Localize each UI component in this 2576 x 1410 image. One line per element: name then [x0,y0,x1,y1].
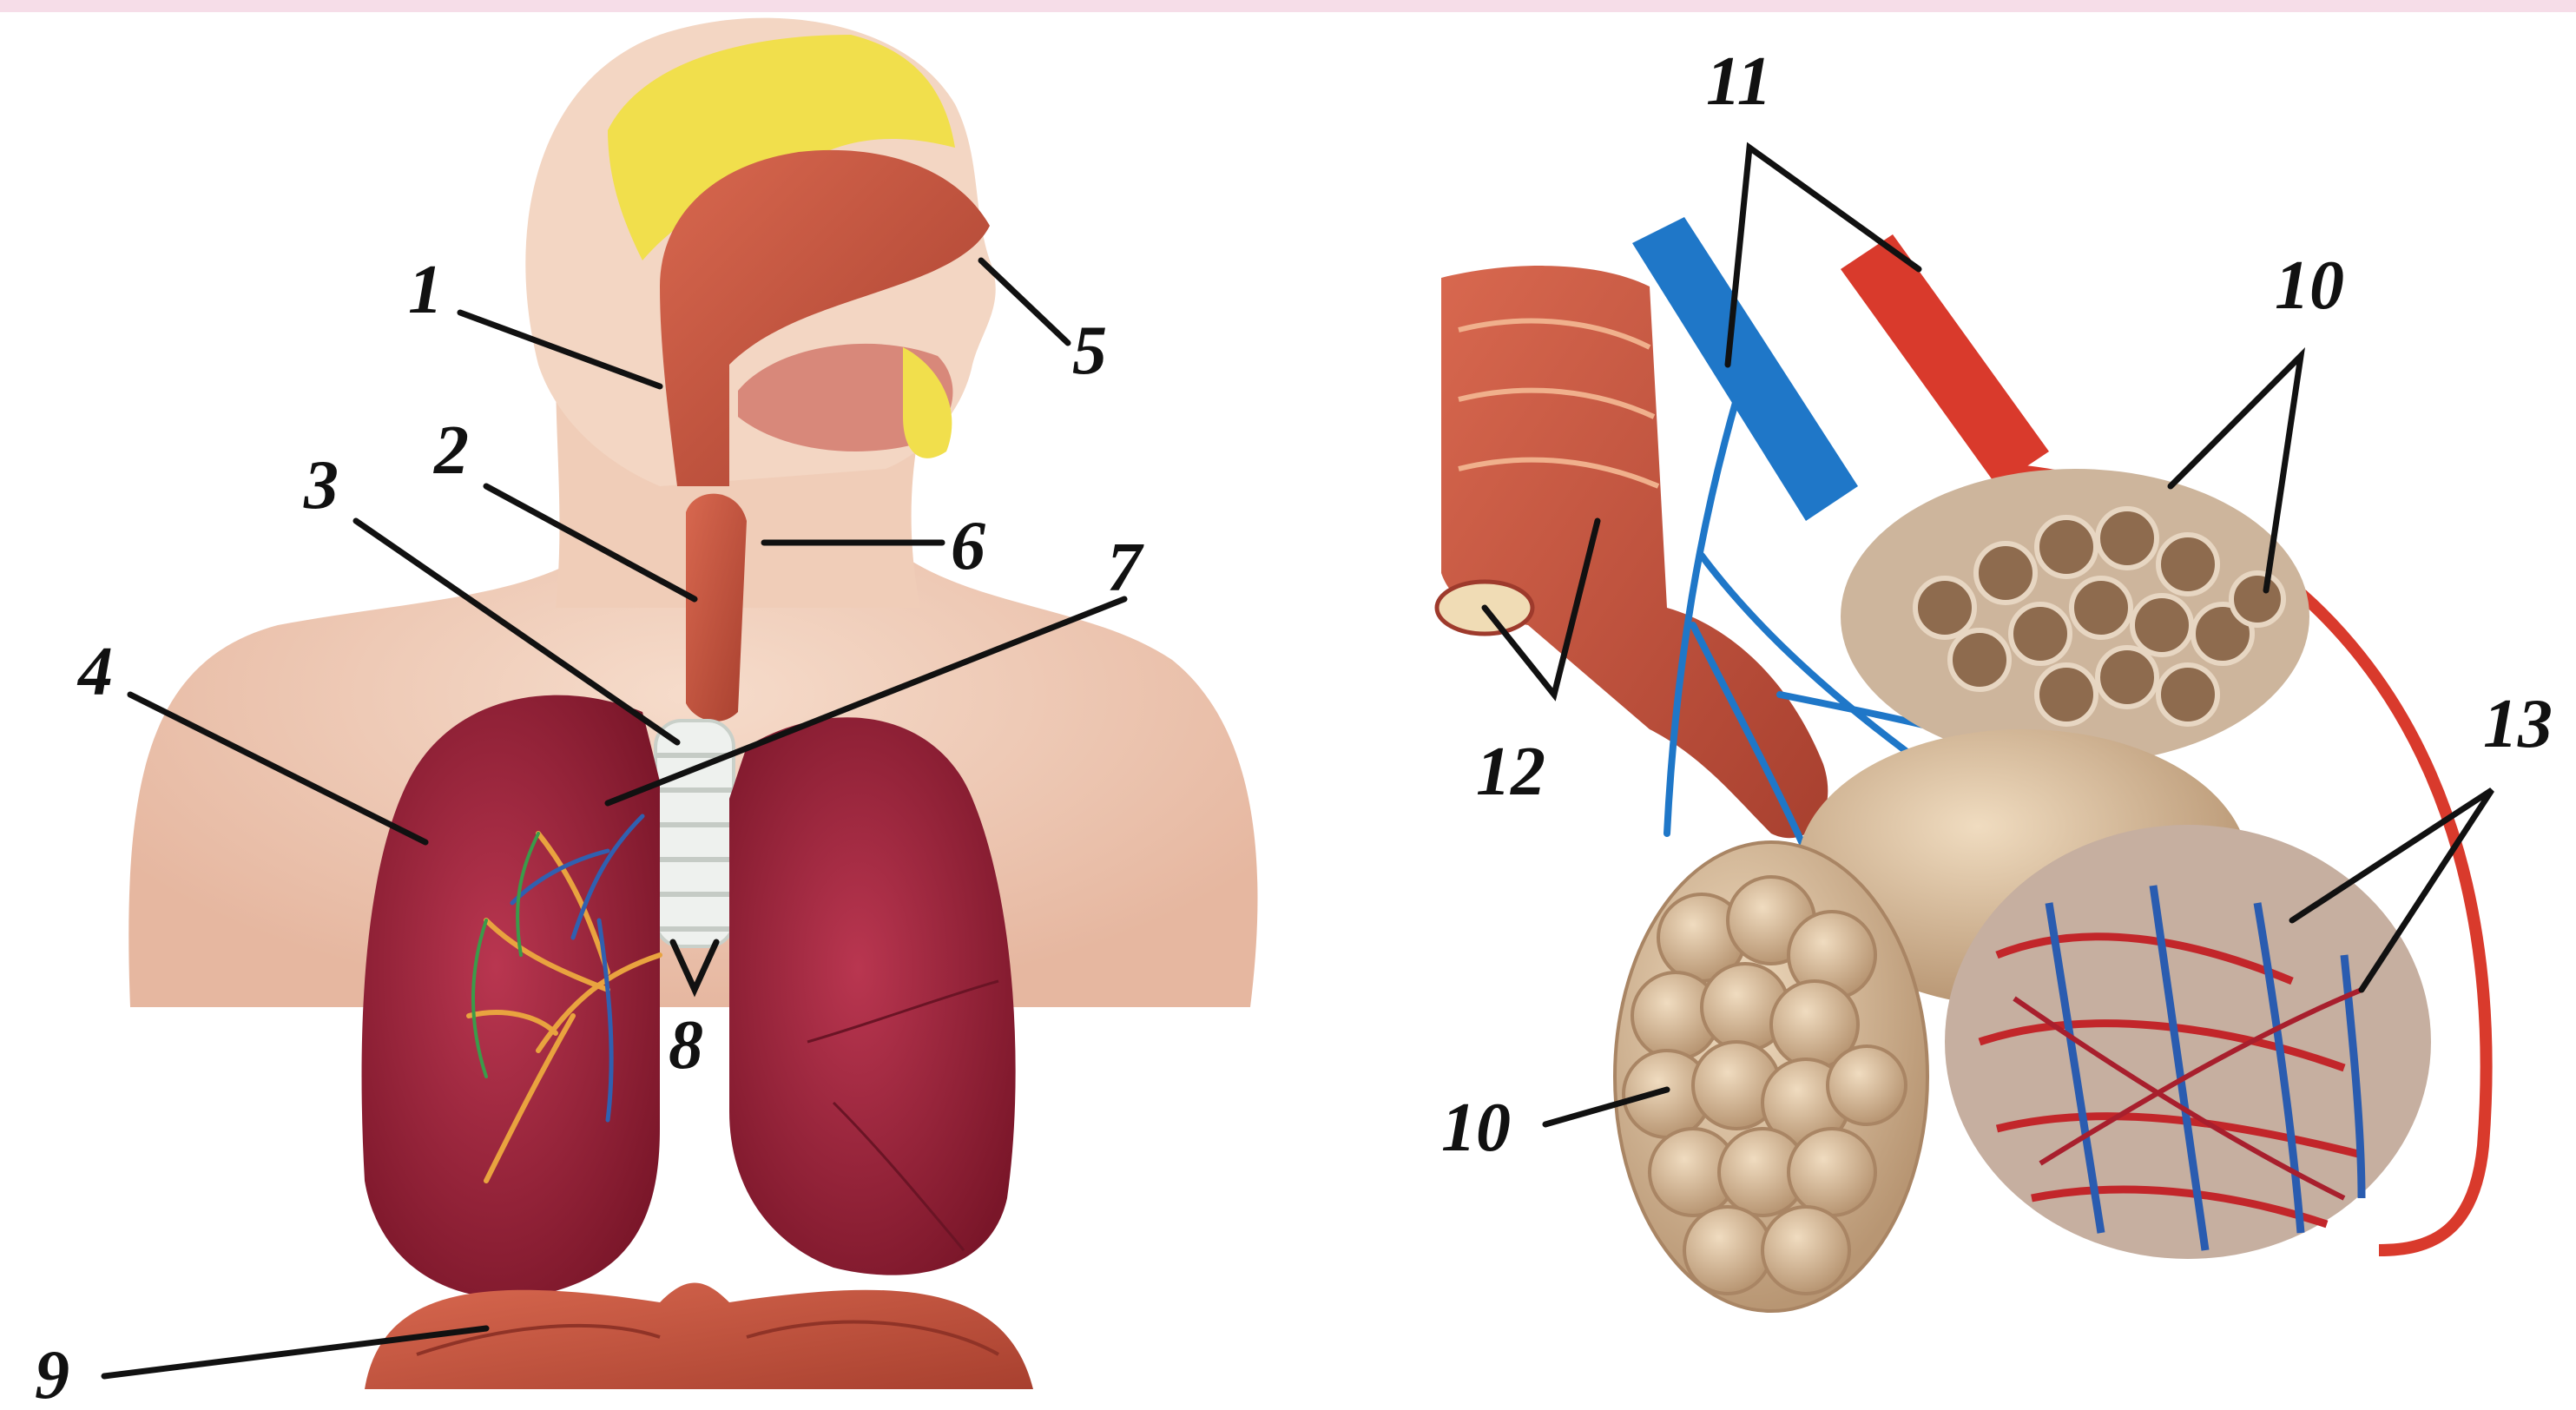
label-11: 11 [1706,43,1772,120]
pulmonary-artery [1841,234,2049,486]
trachea [656,721,734,946]
top-band [0,0,2576,12]
label-7: 7 [1107,530,1144,606]
label-12: 12 [1476,734,1545,810]
label-8: 8 [669,1007,703,1084]
label-10-upper: 10 [2275,247,2344,324]
label-13: 13 [2483,686,2553,762]
lung-left [362,695,660,1298]
label-1: 1 [408,252,443,328]
diaphragm [365,1283,1033,1390]
label-3: 3 [303,447,339,524]
label-2: 2 [433,412,469,489]
lung-right [729,717,1016,1275]
pulmonary-vein [1632,217,1858,521]
label-6: 6 [951,508,985,584]
alveolar-sac-lower [1615,842,1927,1311]
larynx [686,494,747,721]
label-9: 9 [35,1337,69,1406]
label-10-lower: 10 [1441,1090,1511,1166]
label-5: 5 [1072,313,1107,389]
label-4: 4 [76,634,113,710]
human-torso-illustration [128,18,1257,1389]
alveoli-illustration [1437,217,2487,1311]
capillary-network [1945,825,2431,1259]
